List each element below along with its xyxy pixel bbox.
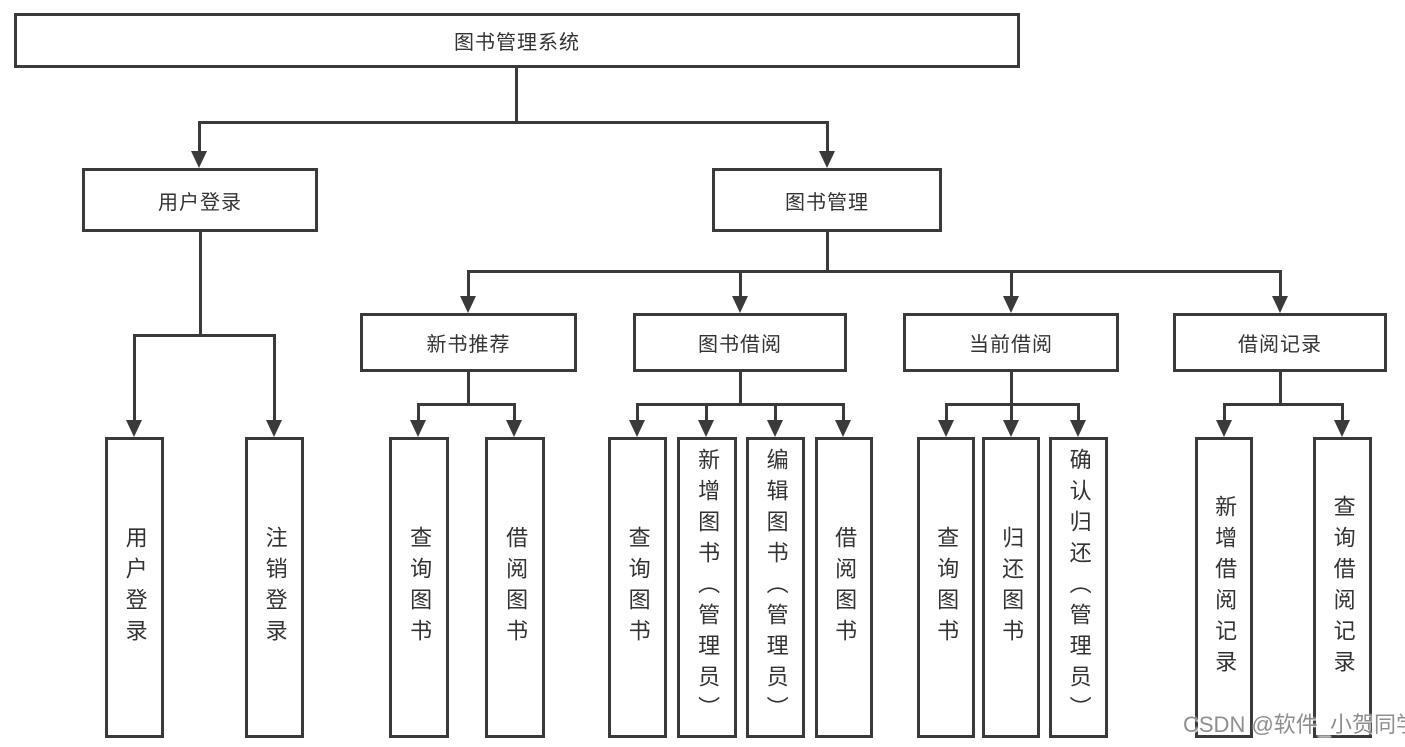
connector-line: [1010, 403, 1013, 422]
node-label: 用户登录: [158, 191, 242, 214]
arrowhead-down: [835, 420, 851, 437]
leaf-query-borrow-record: 查询借阅记录: [1313, 437, 1372, 738]
node-label: 图书管理: [785, 191, 869, 214]
node-new-book-recommend: 新书推荐: [360, 313, 577, 372]
arrowhead-down: [266, 420, 282, 437]
connector-line: [1010, 270, 1013, 300]
node-label: 图书管理系统: [454, 32, 580, 54]
connector-line: [467, 370, 470, 406]
connector-line: [1223, 403, 1343, 406]
connector-line: [774, 403, 777, 422]
connector-line: [1279, 270, 1282, 300]
arrowhead-down: [732, 296, 748, 313]
node-label: 归还图书: [999, 525, 1025, 650]
leaf-borrow-books-recommend: 借阅图书: [485, 437, 545, 738]
arrowhead-down: [938, 420, 954, 437]
node-label: 查询借阅记录: [1330, 494, 1356, 681]
node-label: 借阅图书: [503, 525, 529, 650]
connector-line: [1279, 370, 1282, 406]
node-label: 当前借阅: [969, 334, 1053, 356]
leaf-query-books-recommend: 查询图书: [389, 437, 449, 738]
connector-line: [133, 334, 136, 422]
arrowhead-down: [1216, 420, 1232, 437]
arrowhead-down: [629, 420, 645, 437]
leaf-add-book-admin: 新增图书（管理员）: [677, 437, 737, 738]
node-label: 查询图书: [934, 525, 960, 650]
arrowhead-down: [1272, 296, 1288, 313]
arrowhead-down: [506, 420, 522, 437]
node-label: 查询图书: [625, 525, 651, 650]
leaf-logout: 注销登录: [245, 437, 304, 738]
connector-line: [945, 403, 948, 422]
leaf-query-books-current: 查询图书: [917, 437, 975, 738]
arrowhead-down: [1334, 420, 1350, 437]
leaf-query-books-borrowing: 查询图书: [608, 437, 667, 738]
connector-line: [1010, 370, 1013, 406]
connector-line: [199, 230, 202, 337]
connector-line: [468, 270, 1281, 273]
node-user-login: 用户登录: [82, 168, 318, 232]
node-label: 图书借阅: [698, 334, 782, 356]
arrowhead-down: [410, 420, 426, 437]
arrowhead-down: [767, 420, 783, 437]
connector-line: [739, 270, 742, 300]
node-borrow-records: 借阅记录: [1173, 313, 1387, 372]
leaf-edit-book-admin: 编辑图书（管理员）: [746, 437, 805, 738]
node-label: 查询图书: [407, 525, 433, 650]
connector-line: [739, 370, 742, 406]
connector-line: [636, 403, 845, 406]
arrowhead-down: [1070, 420, 1086, 437]
connector-line: [636, 403, 639, 422]
connector-line: [467, 270, 470, 300]
connector-line: [513, 403, 516, 422]
connector-line: [826, 121, 829, 154]
connector-line: [418, 403, 516, 406]
leaf-add-borrow-record: 新增借阅记录: [1195, 437, 1253, 738]
node-label: 借阅图书: [832, 525, 858, 650]
connector-line: [199, 121, 829, 124]
connector-line: [515, 66, 518, 123]
connector-line: [705, 403, 708, 422]
connector-line: [1341, 403, 1344, 422]
node-label: 编辑图书（管理员）: [763, 448, 789, 727]
node-label: 注销登录: [262, 525, 288, 650]
arrowhead-down: [1003, 420, 1019, 437]
connector-line: [1077, 403, 1080, 422]
connector-line: [417, 403, 420, 422]
arrowhead-down: [1003, 296, 1019, 313]
node-root-system: 图书管理系统: [14, 13, 1020, 68]
leaf-borrow-books: 借阅图书: [815, 437, 873, 738]
arrowhead-down: [460, 296, 476, 313]
node-label: 新增借阅记录: [1212, 494, 1238, 681]
node-label: 借阅记录: [1238, 334, 1322, 356]
node-label: 新书推荐: [426, 334, 511, 356]
node-book-management: 图书管理: [712, 168, 942, 232]
connector-line: [133, 334, 275, 337]
connector-line: [273, 334, 276, 422]
connector-line: [842, 403, 845, 422]
leaf-return-books: 归还图书: [982, 437, 1040, 738]
connector-line: [826, 230, 829, 273]
connector-line: [198, 121, 201, 154]
leaf-confirm-return-admin: 确认归还（管理员）: [1049, 437, 1108, 738]
arrowhead-down: [126, 420, 142, 437]
arrowhead-down: [819, 151, 835, 168]
leaf-user-login: 用户登录: [105, 437, 164, 738]
arrowhead-down: [698, 420, 714, 437]
connector-line: [1223, 403, 1226, 422]
arrowhead-down: [191, 151, 207, 168]
node-book-borrowing: 图书借阅: [633, 313, 847, 372]
node-current-borrowing: 当前借阅: [903, 313, 1119, 372]
node-label: 用户登录: [122, 525, 148, 650]
node-label: 新增图书（管理员）: [695, 448, 721, 727]
node-label: 确认归还（管理员）: [1066, 448, 1092, 727]
csdn-watermark: CSDN @软件_小贺同学: [1183, 712, 1405, 737]
